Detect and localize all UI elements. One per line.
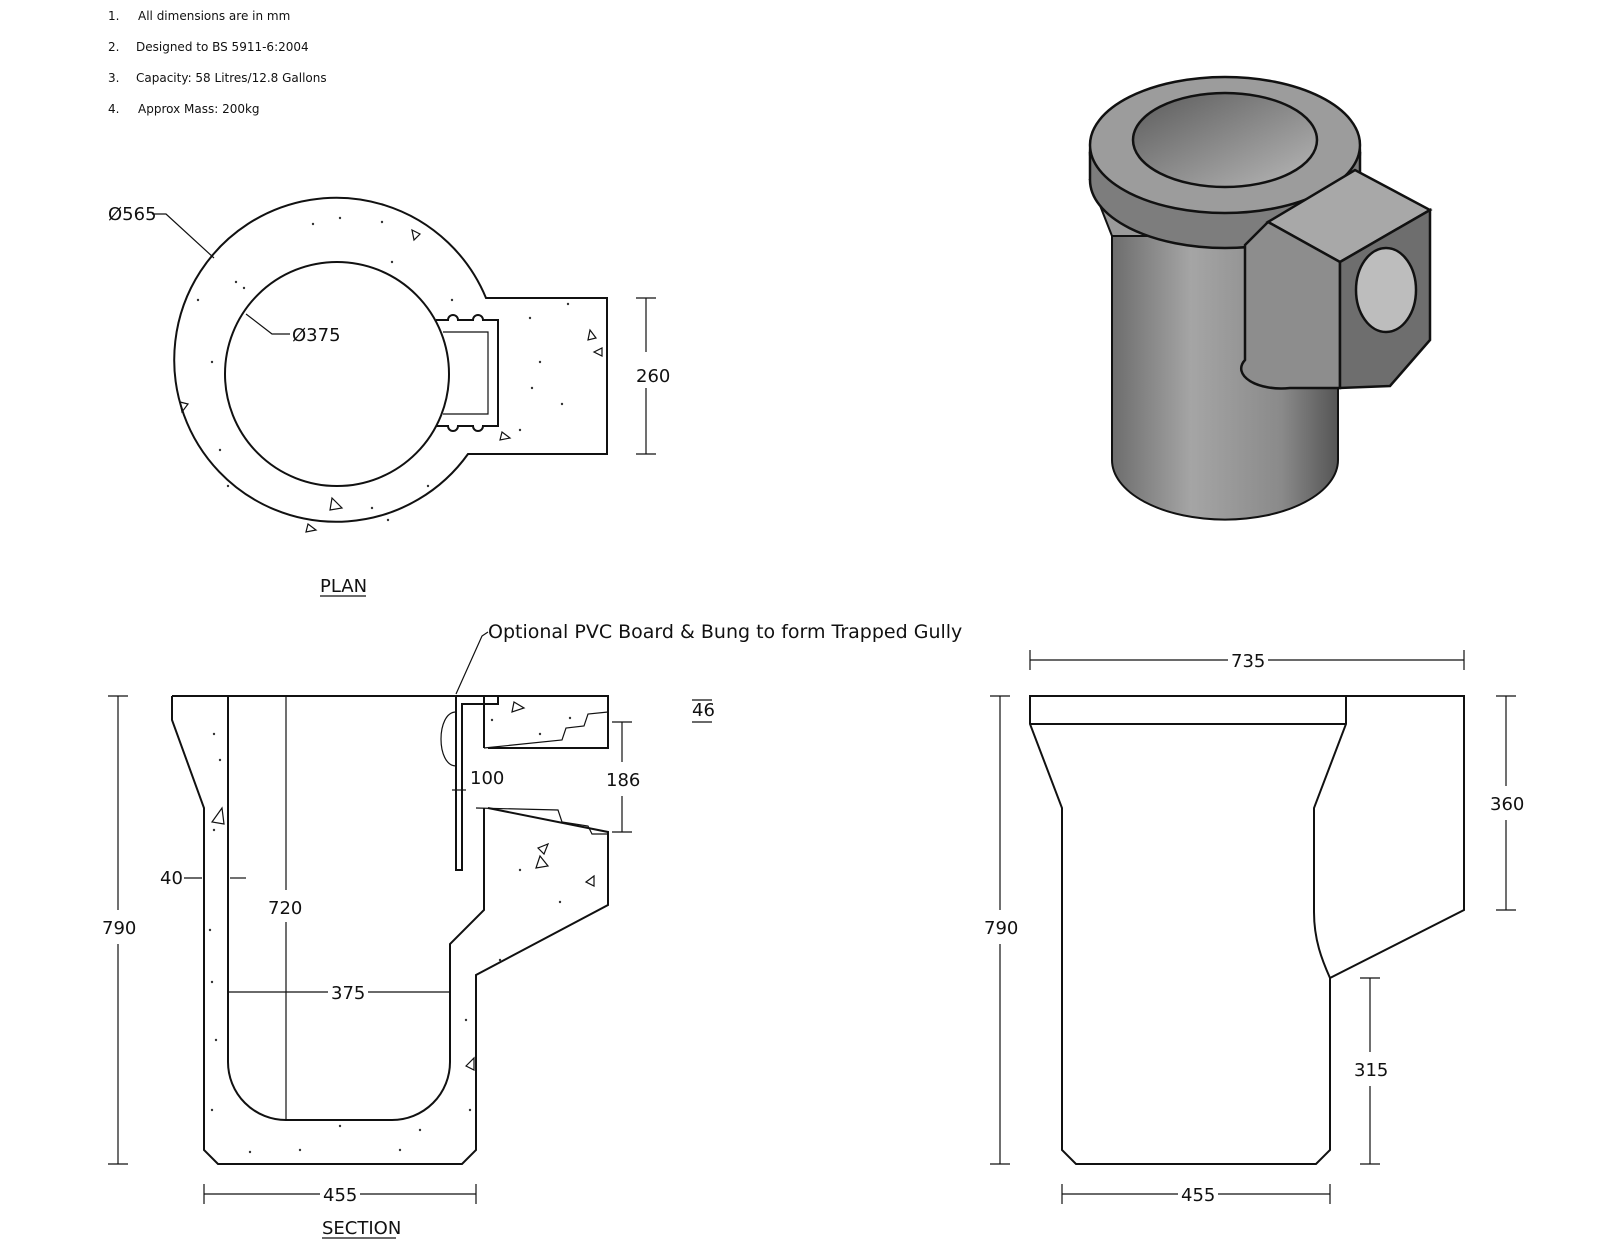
section-base-width-label: 455 (323, 1185, 357, 1206)
plan-concrete-hatch (179, 216, 603, 533)
plan-od-leader (152, 213, 215, 259)
section-outlet-label: 186 (606, 770, 640, 791)
elevation-height-dimension: 790 (984, 695, 1018, 1165)
section-title: SECTION (322, 1218, 401, 1239)
note-text: Capacity: 58 Litres/12.8 Gallons (136, 71, 327, 85)
elevation-width-label: 735 (1231, 651, 1265, 672)
section-inner-bore (227, 696, 485, 1121)
iso-outlet-hole (1354, 246, 1418, 334)
plan-outer-outline (173, 196, 608, 523)
note-item: 2. Designed to BS 5911-6:2004 (108, 40, 309, 54)
plan-id-leader (245, 313, 290, 335)
elevation-view: 735 790 360 315 (984, 650, 1524, 1206)
note-item: 3. Capacity: 58 Litres/12.8 Gallons (108, 71, 327, 85)
plan-view: Ø565 Ø375 260 PLAN (108, 196, 670, 597)
section-inner-width-dimension: 375 (228, 983, 450, 1004)
general-notes: 1. All dimensions are in mm 2. Designed … (108, 9, 327, 116)
section-height-dimension: 790 (102, 695, 136, 1165)
plan-outlet-height-dimension: 260 (636, 297, 670, 455)
section-depth-dimension: 720 (268, 696, 302, 1120)
note-text: Designed to BS 5911-6:2004 (136, 40, 309, 54)
note-item: 4. Approx Mass: 200kg (108, 102, 260, 116)
section-height-label: 790 (102, 918, 136, 939)
plan-title: PLAN (320, 576, 367, 597)
note-number: 3. (108, 71, 119, 85)
iso-bore (1131, 91, 1319, 189)
note-number: 2. (108, 40, 119, 54)
section-outlet-upper-step (483, 711, 609, 749)
note-number: 4. (108, 102, 119, 116)
elevation-upper-dimension: 360 (1490, 695, 1524, 911)
section-wall-dimension: 40 (160, 868, 246, 889)
note-item: 1. All dimensions are in mm (108, 9, 290, 23)
elevation-lower-dimension: 315 (1354, 977, 1388, 1165)
section-wall-label: 40 (160, 868, 183, 889)
section-base-width-dimension: 455 (203, 1184, 477, 1206)
elevation-base-width-dimension: 455 (1061, 1184, 1331, 1206)
isometric-view (1088, 75, 1433, 521)
plan-inner-diameter-label: Ø375 (292, 325, 341, 346)
note-text: Approx Mass: 200kg (138, 102, 260, 116)
section-outlet-dimension: 186 (606, 721, 640, 833)
elevation-upper-label: 360 (1490, 794, 1524, 815)
note-text: All dimensions are in mm (138, 9, 290, 23)
plan-inner-bore (224, 261, 450, 487)
iso-outlet-side (1240, 220, 1342, 390)
plan-slot (436, 314, 499, 432)
note-number: 1. (108, 9, 119, 23)
plan-outer-diameter-label: Ø565 (108, 204, 157, 225)
section-callout-leader (455, 631, 489, 695)
elevation-height-label: 790 (984, 918, 1018, 939)
section-top-offset-label: 46 (692, 700, 715, 721)
section-bung (440, 711, 457, 767)
section-outlet-lower-step (475, 807, 608, 835)
section-depth-label: 720 (268, 898, 302, 919)
section-callout-text: Optional PVC Board & Bung to form Trappe… (488, 621, 962, 643)
section-concrete-hatch (208, 701, 595, 1154)
plan-slot-inner (443, 331, 489, 415)
section-gap-label: 100 (470, 768, 504, 789)
elevation-lower-label: 315 (1354, 1060, 1388, 1081)
elevation-body-right (1313, 696, 1347, 979)
elevation-outline (1029, 695, 1465, 1165)
section-view: Optional PVC Board & Bung to form Trappe… (102, 621, 962, 1239)
plan-outlet-height-label: 260 (636, 366, 670, 387)
elevation-base-width-label: 455 (1181, 1185, 1215, 1206)
section-pvc-board (455, 695, 499, 871)
elevation-width-dimension: 735 (1029, 650, 1465, 672)
section-inner-width-label: 375 (331, 983, 365, 1004)
section-outer-outline (171, 695, 609, 1165)
